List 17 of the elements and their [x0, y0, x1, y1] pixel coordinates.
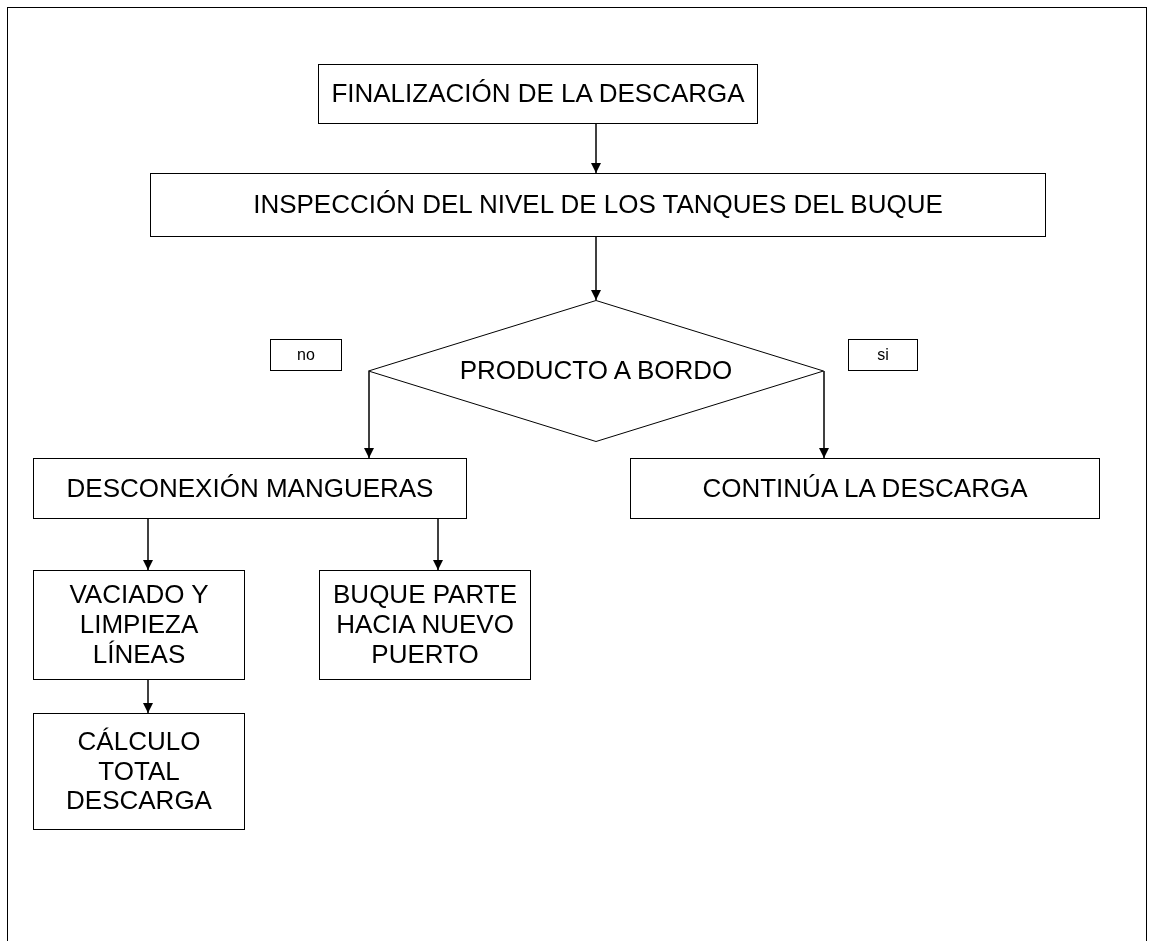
- process-box: DESCONEXIÓN MANGUERAS: [33, 458, 467, 519]
- process-box: CÁLCULO TOTAL DESCARGA: [33, 713, 245, 830]
- arrow: [433, 518, 443, 571]
- arrow: [143, 679, 153, 714]
- arrow: [819, 370, 829, 459]
- process-box: BUQUE PARTE HACIA NUEVO PUERTO: [319, 570, 531, 680]
- arrow: [143, 518, 153, 571]
- process-box: VACIADO Y LIMPIEZA LÍNEAS: [33, 570, 245, 680]
- process-box: FINALIZACIÓN DE LA DESCARGA: [318, 64, 758, 124]
- arrow: [591, 236, 601, 301]
- arrow: [591, 123, 601, 174]
- process-box: CONTINÚA LA DESCARGA: [630, 458, 1100, 519]
- decision-diamond: PRODUCTO A BORDO: [368, 300, 824, 442]
- arrow: [364, 370, 374, 459]
- process-box: INSPECCIÓN DEL NIVEL DE LOS TANQUES DEL BUQUE: [150, 173, 1046, 237]
- process-box: si: [848, 339, 918, 371]
- process-box: no: [270, 339, 342, 371]
